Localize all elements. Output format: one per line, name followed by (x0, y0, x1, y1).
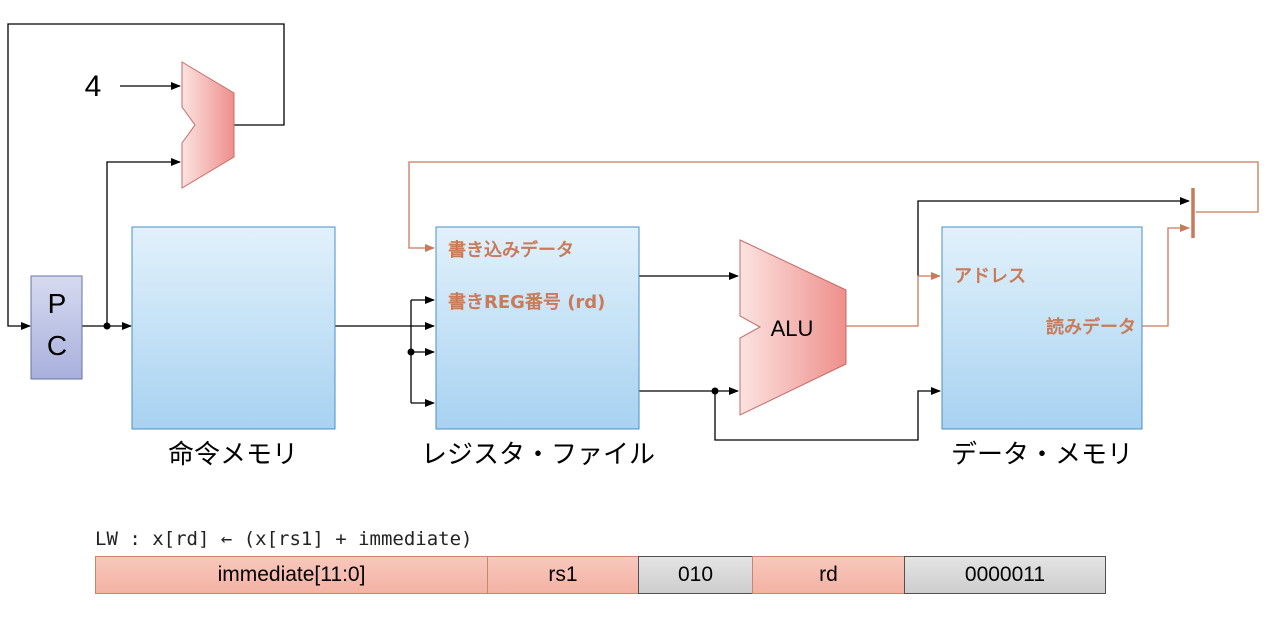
encoding-field-funct3: 010 (638, 556, 753, 594)
register-file (435, 226, 640, 430)
readdata-to-wbmux-wire (1142, 224, 1190, 327)
alu-to-wbmux-wire (917, 197, 1190, 276)
read-data-port-label: 読みデータ (1046, 316, 1136, 338)
data-memory (941, 226, 1143, 430)
const-four-label: 4 (85, 70, 102, 103)
alu-label: ALU (771, 316, 814, 341)
junction-dot (103, 322, 111, 330)
field-label: rs1 (548, 563, 578, 586)
pc-feedback-wire (7, 23, 285, 330)
address-port-label: アドレス (954, 266, 1026, 287)
regfile-to-dmem-wire (714, 387, 941, 441)
instruction-memory (131, 226, 336, 430)
field-label: rd (819, 563, 838, 586)
pc-label-bottom: C (47, 330, 67, 361)
register-file-label: レジスタ・ファイル (421, 440, 655, 470)
pc-label-top: P (48, 288, 67, 319)
encoding-field-rs1: rs1 (487, 556, 639, 594)
wbmux-to-writedata-wire (408, 161, 1259, 252)
alu (739, 239, 847, 416)
pc-register (30, 275, 83, 380)
instruction-memory-label: 命令メモリ (168, 440, 298, 470)
write-reg-port-label: 書きREG番号 (rd) (448, 292, 605, 313)
encoding-field-immediate: immediate[11:0] (95, 556, 488, 594)
pc-to-adder-wire (106, 158, 181, 326)
junction-dot (407, 348, 415, 356)
instruction-caption: LW : x[rd] ← (x[rs1] + immediate) (95, 528, 473, 550)
data-path-wires (408, 161, 1259, 327)
field-label: immediate[11:0] (217, 563, 366, 586)
data-memory-label: データ・メモリ (951, 440, 1133, 470)
encoding-field-opcode: 0000011 (904, 556, 1106, 594)
pc-adder (181, 61, 235, 189)
write-data-port-label: 書き込みデータ (448, 239, 574, 261)
field-label: 010 (677, 563, 714, 586)
encoding-field-rd: rd (752, 556, 905, 594)
junction-dot (711, 387, 719, 395)
junction-dots (103, 322, 719, 395)
field-label: 0000011 (964, 563, 1046, 586)
alu-to-address-wire (846, 272, 941, 327)
